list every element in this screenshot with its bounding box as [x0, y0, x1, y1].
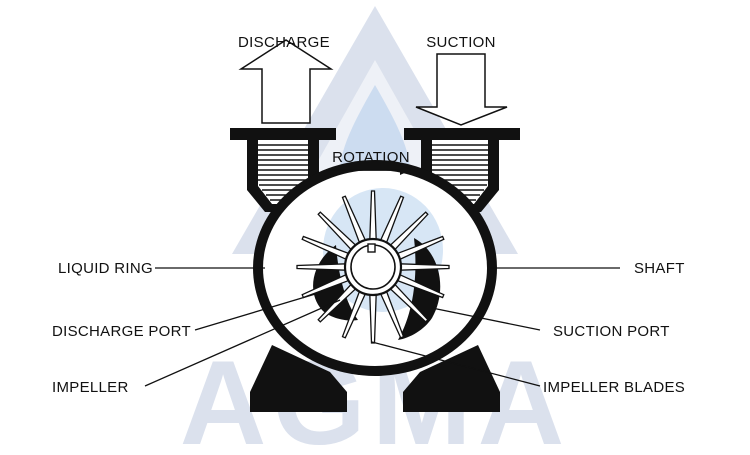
impeller-blade: [399, 263, 450, 271]
leader-impeller: [144, 299, 341, 387]
rotation-arrow-head: [400, 165, 411, 175]
label-discharge: DISCHARGE: [238, 34, 330, 51]
label-discharge-port: DISCHARGE PORT: [52, 323, 191, 340]
impeller-blade: [369, 293, 377, 344]
discharge-arrow: [238, 39, 334, 124]
shaft-key: [367, 243, 376, 253]
label-shaft: SHAFT: [634, 260, 685, 277]
pump-base: [250, 345, 500, 412]
label-impeller-blades: IMPELLER BLADES: [543, 379, 685, 396]
leader-suction-port: [431, 307, 541, 331]
label-rotation: ROTATION: [332, 149, 410, 166]
impeller-blade: [296, 263, 347, 271]
impeller-blade: [369, 190, 377, 241]
leader-discharge-port: [194, 291, 323, 331]
label-suction: SUCTION: [426, 34, 496, 51]
suction-arrow: [415, 53, 508, 126]
leader-impeller-blades: [371, 341, 541, 387]
label-impeller: IMPELLER: [52, 379, 129, 396]
label-liquid-ring: LIQUID RING: [58, 260, 153, 277]
leader-lines: [144, 267, 620, 387]
label-suction-port: SUCTION PORT: [553, 323, 670, 340]
